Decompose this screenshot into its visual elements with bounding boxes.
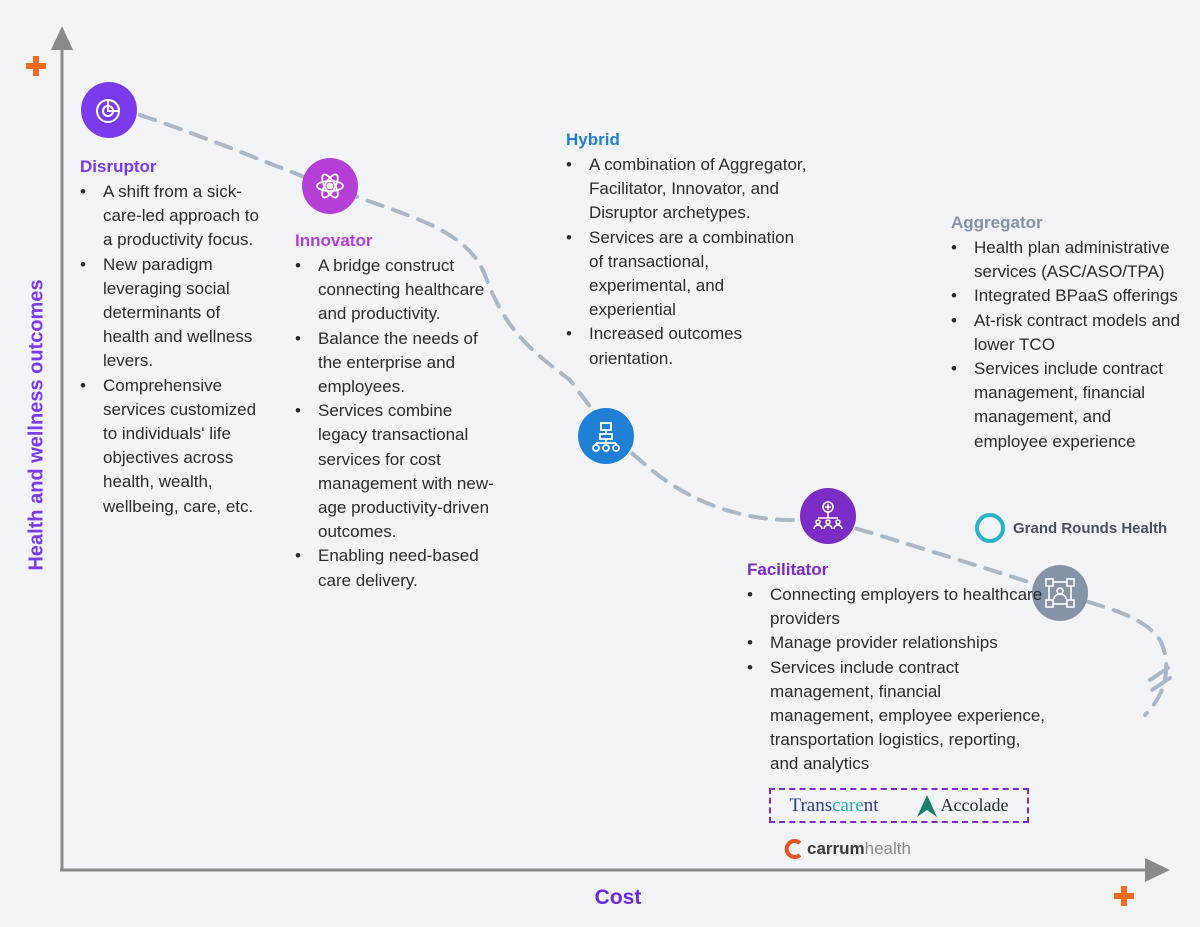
hierarchy-icon: [578, 408, 634, 464]
grand-rounds-mark-icon: [975, 513, 1005, 543]
innovator-bullets: A bridge construct connecting healthcare…: [295, 254, 495, 593]
list-item: Comprehensive services customized to ind…: [80, 374, 270, 519]
list-item: Connecting employers to healthcare provi…: [747, 583, 1047, 631]
disruptor-bullets: A shift from a sick-care-led approach to…: [80, 180, 270, 519]
list-item: A shift from a sick-care-led approach to…: [80, 180, 270, 253]
hybrid-title: Hybrid: [566, 130, 620, 149]
list-item: New paradigm leveraging social determina…: [80, 253, 270, 374]
list-item: At-risk contract models and lower TCO: [951, 309, 1183, 357]
hybrid-block: Hybrid A combination of Aggregator, Faci…: [566, 130, 811, 371]
list-item: Health plan administrative services (ASC…: [951, 236, 1183, 284]
aggregator-block: Aggregator Health plan administrative se…: [951, 213, 1183, 454]
carrum-health-logo: carrum health: [782, 838, 911, 860]
list-item: A combination of Aggregator, Facilitator…: [566, 153, 811, 226]
list-item: Enabling need-based care delivery.: [295, 544, 495, 592]
facilitator-title: Facilitator: [747, 560, 829, 579]
trend-curve: [138, 113, 1169, 717]
innovator-block: Innovator A bridge construct connecting …: [295, 231, 495, 593]
disruptor-title: Disruptor: [80, 157, 157, 176]
list-item: Integrated BPaaS offerings: [951, 284, 1183, 308]
accolade-logo: Accolade: [916, 794, 1008, 818]
disruptor-block: Disruptor A shift from a sick-care-led a…: [80, 157, 270, 519]
list-item: Services include contract management, fi…: [747, 656, 1047, 777]
y-axis-arrow: [51, 26, 73, 50]
plus-icon: [1114, 886, 1134, 906]
facilitator-block: Facilitator Connecting employers to heal…: [747, 560, 1047, 777]
x-axis-label: Cost: [594, 886, 642, 909]
list-item: Services are a combination of transactio…: [566, 226, 811, 323]
grand-rounds-logo: Grand Rounds Health: [975, 513, 1167, 543]
transcarent-logo: Transcarent: [789, 794, 879, 816]
x-axis-arrow: [1145, 858, 1170, 882]
list-item: Balance the needs of the enterprise and …: [295, 327, 495, 400]
carrum-mark-icon: [784, 839, 802, 859]
plus-icon: [26, 56, 46, 76]
pie-chart-icon: [81, 82, 137, 138]
hybrid-bullets: A combination of Aggregator, Facilitator…: [566, 153, 811, 371]
facilitator-logo-box: Transcarent Accolade: [769, 788, 1029, 823]
list-item: Increased outcomes orientation.: [566, 322, 811, 370]
accolade-mark-icon: [916, 794, 937, 817]
aggregator-bullets: Health plan administrative services (ASC…: [951, 236, 1183, 454]
network-people-icon: [800, 488, 856, 544]
list-item: Manage provider relationships: [747, 631, 1047, 655]
list-item: Services combine legacy transactional se…: [295, 399, 495, 544]
y-axis-label: Health and wellness outcomes: [25, 279, 48, 571]
curve-tick: [1148, 666, 1170, 682]
aggregator-title: Aggregator: [951, 213, 1043, 232]
facilitator-bullets: Connecting employers to healthcare provi…: [747, 583, 1047, 777]
innovator-title: Innovator: [295, 231, 373, 250]
list-item: A bridge construct connecting healthcare…: [295, 254, 495, 327]
curve-tick: [1150, 676, 1172, 692]
list-item: Services include contract management, fi…: [951, 357, 1183, 454]
atom-icon: [302, 158, 358, 214]
